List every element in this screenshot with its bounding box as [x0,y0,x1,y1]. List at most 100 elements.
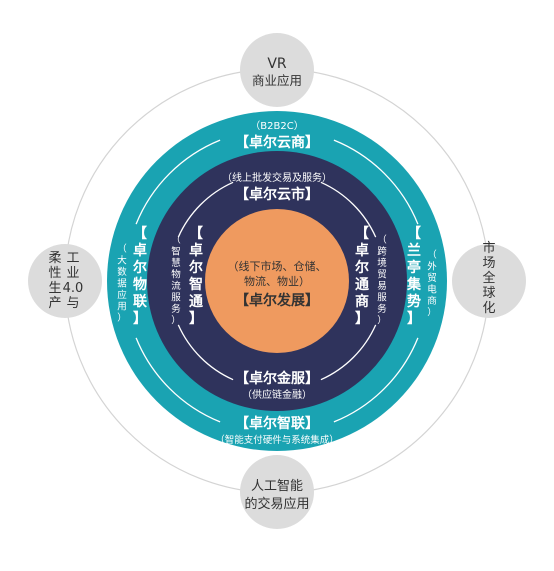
guide-arc [333,337,419,423]
outer-left-sub-char: 应 [117,289,127,301]
outer-right-title-char: 】 [407,311,421,327]
outer-bottom-sub: （智能支付硬件与系统集成） [215,434,339,446]
satellite-left2-char: 4.0 [63,281,84,296]
middle-right-title-char: 商 [355,293,369,310]
middle-bottom-title: 【卓尔金服】 [235,370,319,387]
middle-right-sub-char: 易 [377,281,387,292]
guide-arc [177,181,234,238]
middle-right-sub-char: 贸 [377,269,387,281]
middle-left-sub-char: ） [171,315,181,327]
outer-left-title-char: 物 [133,276,147,293]
outer-right-sub-char: 商 [427,295,437,307]
middle-right-sub-char: 跨 [377,247,387,258]
middle-left-title-char: 【 [189,226,203,242]
satellite-top-line1: VR [267,56,287,72]
center-line1: （线下市场、仓储、 [228,259,327,273]
middle-left-sub-char: 服 [171,293,181,304]
middle-right-sub-char: 务 [377,303,387,315]
satellite-right-char: 市 [482,240,495,256]
outer-left-sub-char: （ [117,243,127,255]
center-title: 【卓尔发展】 [235,292,319,309]
satellite-left2-char: 业 [66,266,79,281]
middle-left-title-char: 智 [188,276,203,293]
outer-left-title-char: 尔 [133,259,147,276]
middle-left-sub-char: 慧 [171,257,181,269]
middle-left-title-char: 】 [189,311,203,327]
middle-left-sub-char: 物 [171,269,181,281]
outer-right-title-char: 集 [406,276,422,293]
satellite-left-char: 产 [48,296,61,311]
satellite-left [28,244,102,318]
outer-left-title-char: 联 [133,294,148,310]
satellite-right-char: 化 [482,301,495,316]
satellite-top-line2: 商业应用 [252,73,302,88]
middle-top-title: 【卓尔云市】 [235,186,319,203]
middle-left-title-char: 卓 [189,242,203,259]
outer-right-sub-char: 外 [427,261,437,273]
guide-arc [320,181,377,238]
outer-right-sub-char: ） [427,307,437,319]
center-circle [205,209,349,353]
satellite-top [240,33,314,107]
outer-right-sub-char: 电 [427,284,437,296]
outer-left-title-char: 卓 [133,242,147,259]
middle-right-title-char: 【 [355,226,369,242]
satellite-left2-char: 与 [66,296,79,311]
guide-arc [320,324,377,381]
outer-left-sub-char: ） [117,312,127,324]
outer-left-sub-char: 大 [117,255,127,267]
guide-arc [177,324,234,381]
outer-left-title-char: 】 [133,311,147,327]
satellite-left-char: 生 [48,281,61,296]
outer-right-title-char: 【 [407,226,421,242]
middle-right-title-char: 通 [355,277,369,293]
outer-left-sub-char: 数 [117,266,127,278]
outer-top-sub: （B2B2C） [250,120,303,132]
guide-arc [135,139,221,225]
outer-left-sub-char: 据 [117,278,127,290]
satellite-right [452,244,526,318]
ring-guide-arcs [135,139,419,423]
satellite-bottom-line1: 人工智能 [251,479,303,494]
satellite-left-char: 性 [48,266,61,281]
satellite-bottom [240,455,314,529]
satellite-left-char: 柔 [48,251,61,266]
middle-top-sub: （线上批发交易及服务） [222,171,332,184]
outer-bottom-title: 【卓尔智联】 [235,415,319,432]
middle-left-title-char: 尔 [189,259,203,276]
middle-right-title-char: 尔 [355,259,369,276]
guide-arc [135,337,221,423]
satellite-right-char: 球 [482,286,495,301]
outer-right-title-char: 势 [407,293,421,310]
outer-right-title-char: 兰 [407,242,421,259]
satellite-right-char: 场 [482,256,495,271]
outer-right-sub-char: 贸 [427,272,437,284]
middle-left-sub-char: （ [171,234,181,246]
middle-right-title-char: 卓 [355,242,369,259]
center-line2: 物流、物业） [244,274,310,288]
middle-right-sub-char: 服 [377,293,387,304]
middle-right-sub-char: （ [377,234,387,246]
middle-left-title-char: 通 [189,294,203,310]
outer-right-title-char: 亭 [407,259,421,276]
satellite-bottom-line2: 的交易应用 [244,496,309,512]
outer-left-sub-char: 用 [117,302,127,313]
outer-right-sub-char: （ [427,249,437,261]
middle-right-sub-char: ） [377,315,387,327]
middle-right-title-char: 】 [355,311,369,327]
middle-left-sub-char: 流 [171,280,181,292]
outer-left-title-char: 【 [133,226,147,242]
middle-bottom-sub: （供应链金融） [242,388,312,401]
satellite-left2-char: 工 [66,251,79,266]
middle-right-sub-char: 境 [377,257,387,269]
middle-left-sub-char: 智 [171,246,181,258]
outer-top-title: 【卓尔云商】 [235,134,319,151]
middle-left-sub-char: 务 [171,303,181,315]
